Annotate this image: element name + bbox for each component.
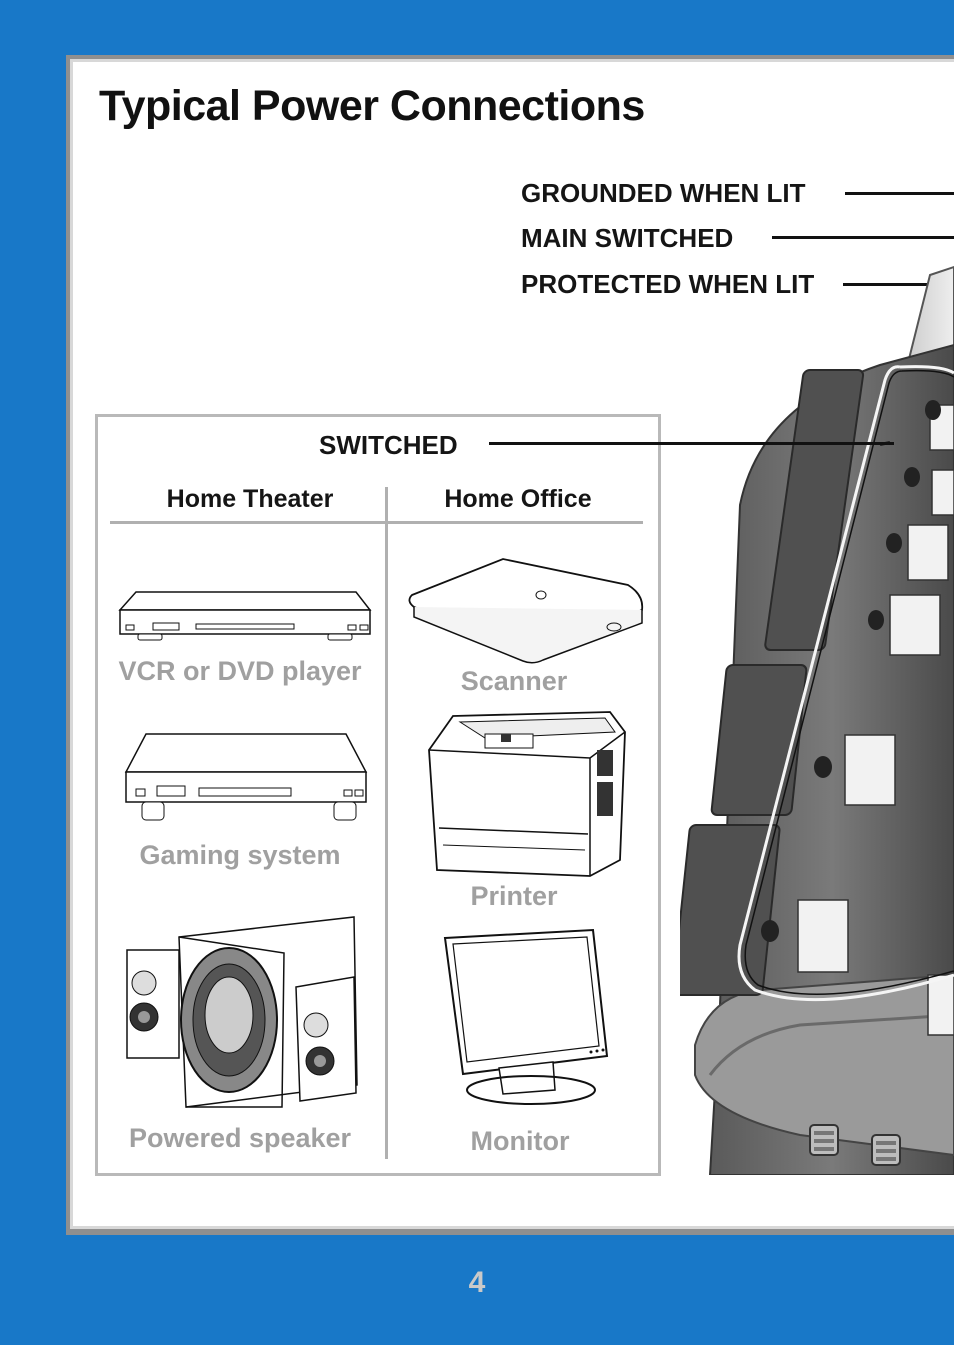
power-strip-illustration xyxy=(680,265,954,1175)
device-label-printer: Printer xyxy=(470,881,558,911)
grounded-leader-line xyxy=(845,192,954,195)
monitor-icon xyxy=(443,928,609,1105)
grounded-label: GROUNDED WHEN LIT xyxy=(521,178,806,208)
switched-heading: SWITCHED xyxy=(319,430,458,460)
scanner-icon xyxy=(408,558,644,664)
page-number: 4 xyxy=(468,1266,486,1299)
column-divider xyxy=(385,487,388,1159)
device-label-vcr-dvd: VCR or DVD player xyxy=(118,656,362,686)
column-heading-home-office: Home Office xyxy=(444,485,592,513)
main-switched-leader-line xyxy=(772,236,954,239)
printer-icon xyxy=(428,711,626,877)
page-title: Typical Power Connections xyxy=(99,82,645,130)
device-label-scanner: Scanner xyxy=(460,666,568,696)
main-switched-label: MAIN SWITCHED xyxy=(521,223,734,253)
device-label-powered-speaker: Powered speaker xyxy=(128,1123,352,1153)
powered-speaker-icon xyxy=(126,916,358,1108)
protected-leader-line xyxy=(843,283,954,286)
switched-leader-line xyxy=(489,442,894,445)
dvd-player-icon xyxy=(118,591,372,641)
device-label-monitor: Monitor xyxy=(470,1126,570,1156)
gaming-system-icon xyxy=(124,733,368,821)
column-header-underline xyxy=(110,521,643,524)
device-label-gaming-system: Gaming system xyxy=(139,840,341,870)
column-heading-home-theater: Home Theater xyxy=(166,485,334,513)
protected-label: PROTECTED WHEN LIT xyxy=(521,269,815,299)
